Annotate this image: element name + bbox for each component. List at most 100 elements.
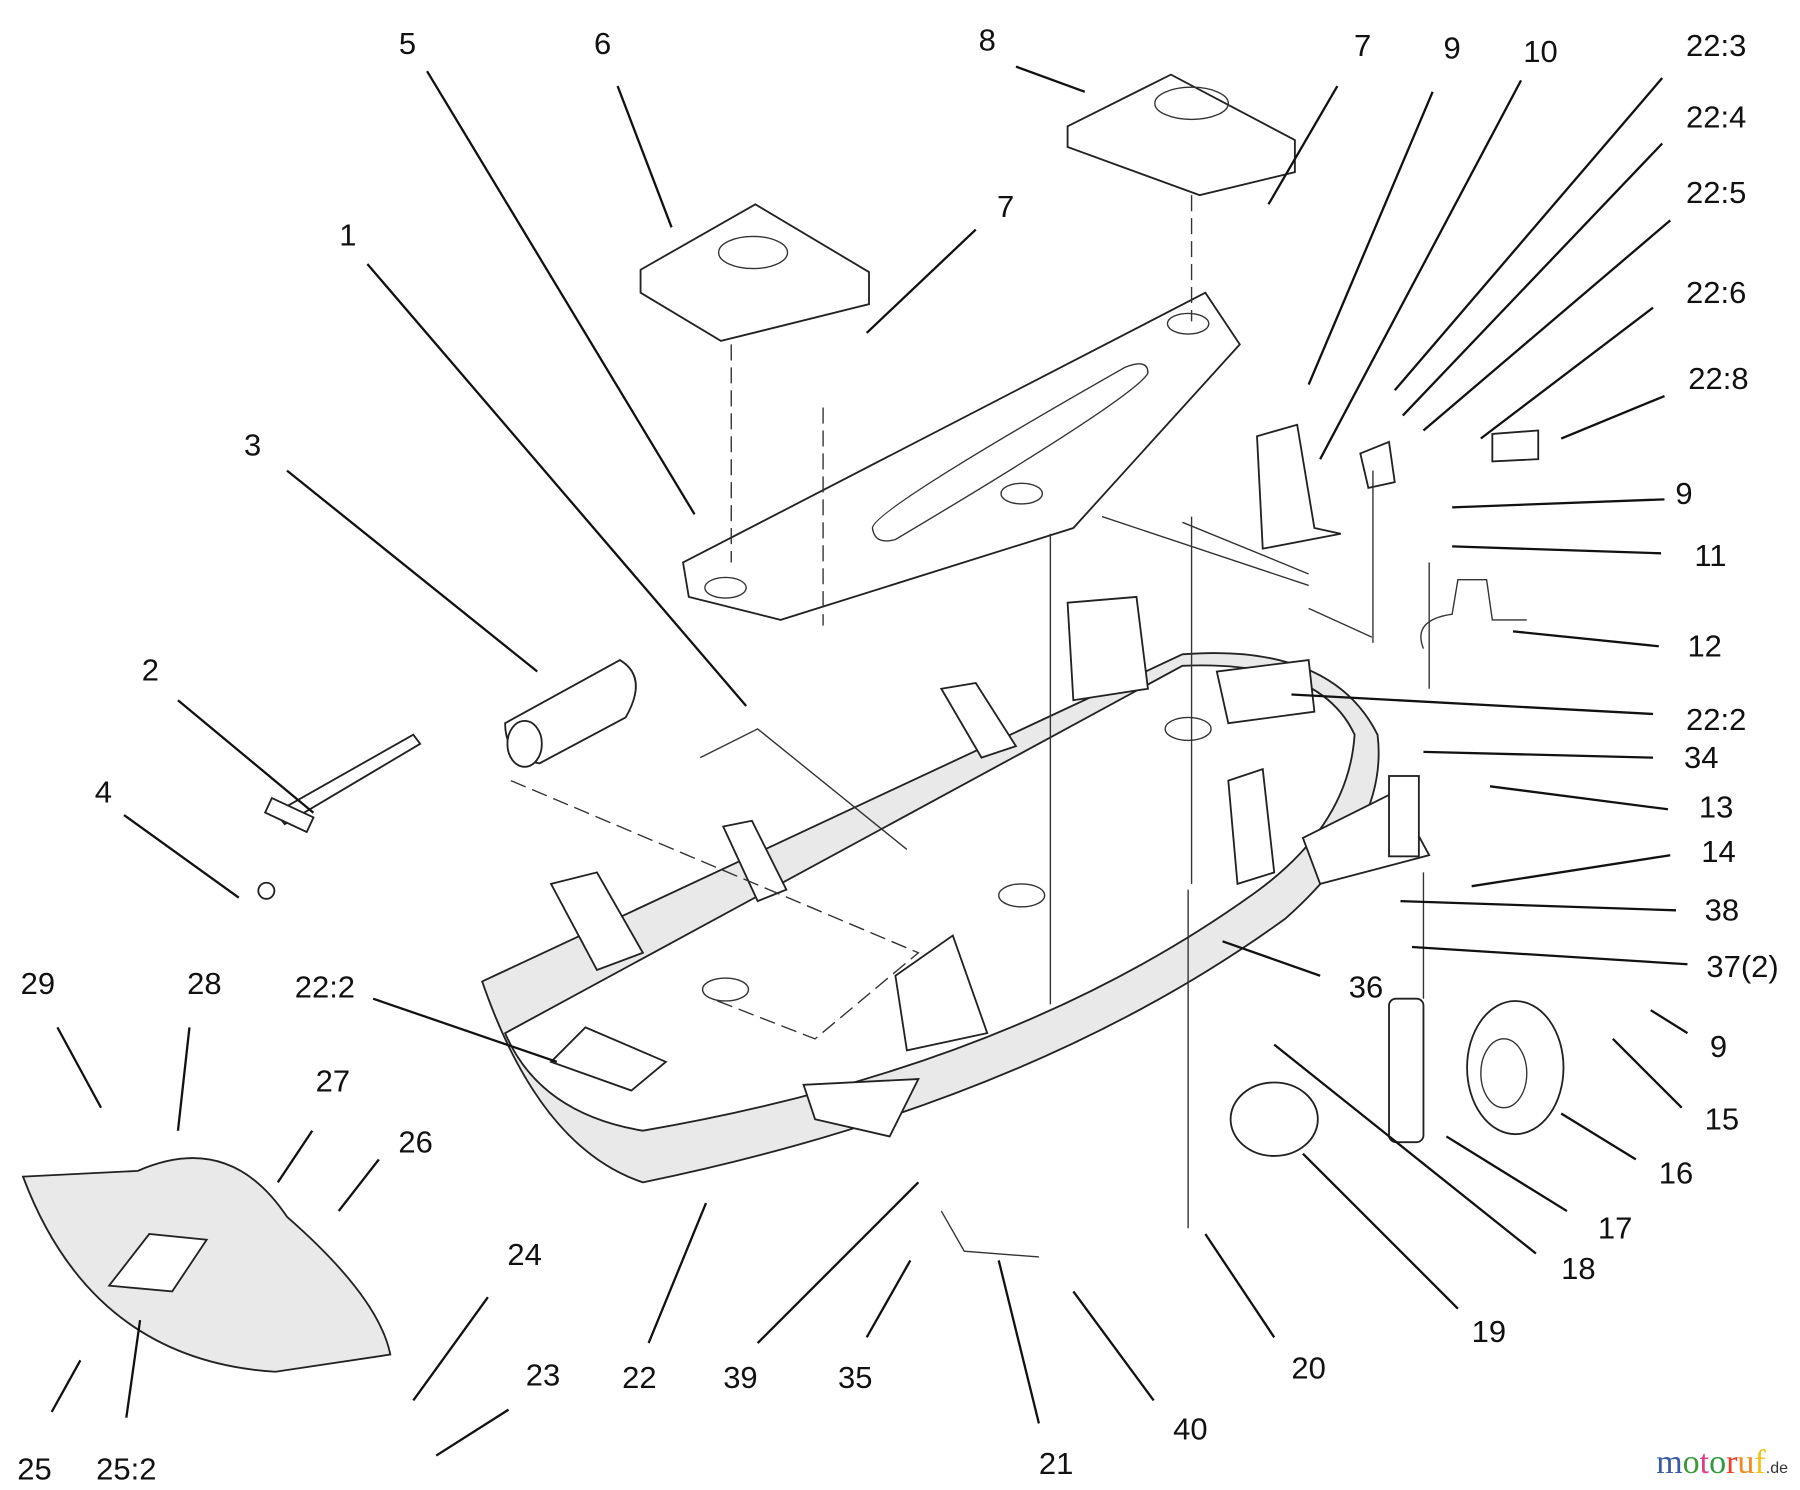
part-number-label: 22:2 — [295, 970, 355, 1005]
leader-line — [1452, 498, 1665, 509]
leader-line — [1393, 77, 1664, 392]
spindle-hole — [1164, 716, 1212, 742]
logo-suffix: .de — [1765, 1460, 1788, 1477]
leader-line — [1072, 1290, 1155, 1402]
leader-line — [372, 997, 558, 1063]
leader-line — [1560, 1112, 1637, 1161]
logo-letter: t — [1699, 1444, 1710, 1481]
leader-line — [1273, 1043, 1537, 1255]
leader-line — [1267, 85, 1339, 205]
part-number-label: 29 — [21, 966, 55, 1001]
part-number-label: 20 — [1291, 1351, 1325, 1386]
leader-line — [366, 263, 748, 707]
deck-bracket — [939, 682, 1018, 759]
leader-line — [1423, 750, 1654, 759]
logo-letter: m — [1656, 1444, 1683, 1481]
belt-cover — [639, 203, 870, 342]
grease-fitting-cap — [1491, 429, 1540, 463]
deck-bracket — [1066, 595, 1149, 702]
part-number-label: 24 — [507, 1237, 541, 1272]
deck-top — [503, 664, 1356, 1132]
leader-line — [1650, 1009, 1689, 1035]
part-number-label: 6 — [594, 26, 611, 61]
part-number-label: 28 — [187, 966, 221, 1001]
leader-line — [50, 1359, 82, 1413]
part-number-label: 11 — [1694, 538, 1726, 573]
leader-line — [276, 1130, 314, 1183]
leader-line — [56, 1026, 103, 1109]
discharge-chute — [21, 1157, 392, 1373]
part-number-label: 15 — [1705, 1102, 1739, 1137]
leader-line — [176, 1027, 191, 1131]
part-number-label: 25:2 — [96, 1452, 156, 1487]
leader-line — [286, 469, 538, 673]
part-number-label: 38 — [1705, 893, 1739, 928]
part-number-label: 18 — [1561, 1251, 1595, 1286]
part-number-label: 34 — [1684, 740, 1718, 775]
part-number-label: 22:3 — [1686, 28, 1746, 63]
leader-line — [337, 1158, 380, 1212]
part-number-label: 17 — [1598, 1211, 1632, 1246]
grease-fitting — [1359, 440, 1396, 489]
bracket — [1256, 423, 1341, 550]
leader-line — [1204, 1233, 1276, 1338]
leader-line — [435, 1408, 510, 1457]
leader-line — [647, 1202, 708, 1344]
leader-line — [1291, 693, 1654, 716]
deck-bracket — [1227, 767, 1276, 886]
idler-bracket — [682, 291, 1241, 621]
part-number-label: 25 — [17, 1452, 51, 1487]
motoruf-logo: motoruf.de — [1656, 1444, 1788, 1482]
logo-letter: u — [1737, 1444, 1755, 1481]
leader-line — [1400, 899, 1677, 912]
part-number-label: 22:2 — [1686, 702, 1746, 737]
part-number-label: 9 — [1710, 1029, 1727, 1064]
leader-line — [1471, 854, 1671, 888]
deck-bracket — [894, 934, 989, 1052]
spindle-hole — [998, 883, 1046, 908]
leader-line — [1480, 306, 1654, 440]
leader-line — [1422, 219, 1671, 432]
decal — [1215, 659, 1316, 725]
gauge-wheel — [1466, 1000, 1565, 1136]
leader-line — [412, 1296, 489, 1402]
latch-rod — [940, 1210, 1039, 1258]
belt-cover — [1066, 73, 1296, 197]
leader-line — [1560, 394, 1665, 440]
leader-line — [865, 228, 977, 334]
part-number-label: 22:4 — [1686, 99, 1746, 134]
part-number-label: 10 — [1523, 34, 1557, 69]
spindle-hole — [701, 977, 750, 1002]
deck-bracket — [802, 1078, 920, 1138]
part-number-label: 37(2) — [1706, 949, 1778, 984]
part-number-label: 26 — [398, 1125, 432, 1160]
part-number-label: 8 — [979, 23, 996, 58]
leader-line — [865, 1259, 912, 1338]
part-number-label: 14 — [1701, 834, 1735, 869]
part-number-label: 5 — [399, 26, 416, 61]
part-number-label: 16 — [1659, 1156, 1693, 1191]
leader-line — [997, 1260, 1041, 1424]
deck-bracket — [549, 871, 645, 972]
leader-line — [177, 699, 315, 814]
part-number-label: 7 — [997, 189, 1014, 224]
logo-letter: o — [1709, 1444, 1727, 1481]
leader-line — [1445, 1135, 1568, 1213]
leader-line — [1512, 630, 1659, 648]
leader-line — [125, 1319, 142, 1418]
part-number-label: 2 — [142, 653, 159, 688]
part-number-label: 40 — [1173, 1411, 1207, 1446]
part-number-label: 22 — [622, 1360, 656, 1395]
part-number-label: 1 — [339, 218, 356, 253]
leader-line — [1401, 142, 1664, 417]
leader-lines — [50, 65, 1689, 1457]
part-number-label: 9 — [1675, 476, 1692, 511]
leader-line — [1411, 945, 1688, 966]
deck-bracket — [721, 819, 788, 903]
leader-line — [123, 814, 240, 899]
leader-line — [756, 1181, 920, 1344]
parts-drawing — [21, 73, 1565, 1373]
